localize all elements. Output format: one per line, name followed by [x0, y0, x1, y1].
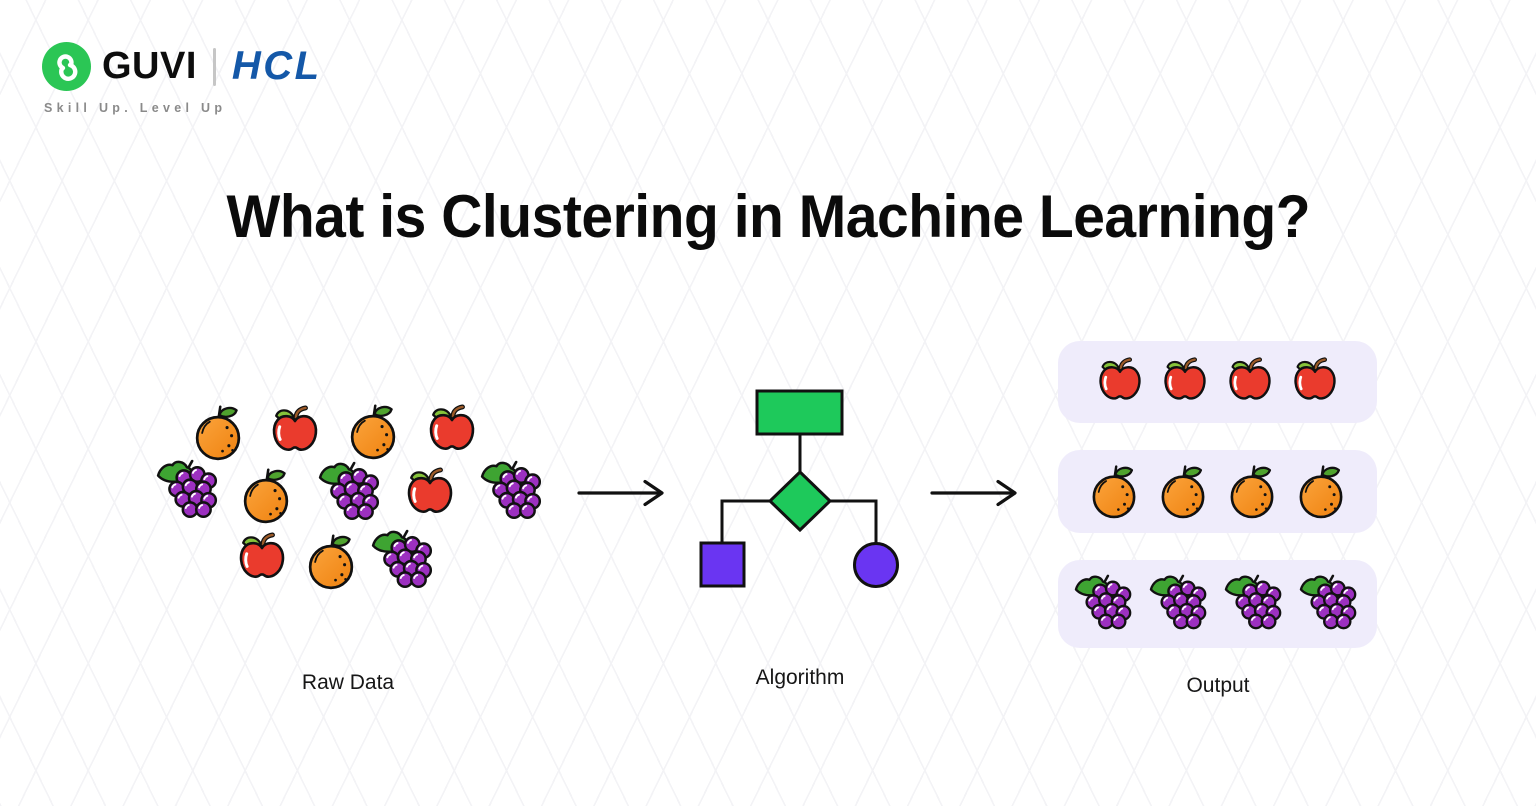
guvi-logo-icon [42, 42, 91, 91]
fruit-orange-icon [1086, 464, 1142, 520]
algorithm-root-node [755, 389, 844, 436]
output-cluster-grapes [1058, 560, 1377, 648]
connector-right [828, 499, 878, 545]
fruit-apple-icon [1159, 356, 1211, 408]
fruit-apple-icon [1224, 356, 1276, 408]
output-cluster-apple [1058, 341, 1377, 423]
guvi-wordmark: GUVI [102, 45, 197, 87]
fruit-orange-icon [1293, 464, 1349, 520]
arrow-algorithm-to-output-icon [930, 479, 1017, 507]
fruit-apple-icon [1094, 356, 1146, 408]
brand-tagline: Skill Up. Level Up [44, 101, 227, 115]
algorithm-label: Algorithm [755, 666, 845, 689]
fruit-orange-icon [1224, 464, 1280, 520]
fruit-grapes-icon [1074, 573, 1136, 635]
fruit-orange-icon [1155, 464, 1211, 520]
arrow-raw-to-algorithm-icon [577, 479, 664, 507]
algorithm-decision-node [767, 469, 833, 533]
output-label: Output [1186, 674, 1250, 697]
output-panels [1058, 341, 1377, 648]
output-cluster-orange [1058, 450, 1377, 533]
raw-data-label: Raw Data [301, 671, 395, 694]
brand-header: GUVI HCL Skill Up. Level Up [42, 42, 322, 115]
brand-divider [212, 47, 216, 86]
cluster-circle-node [853, 542, 899, 588]
hcl-wordmark: HCL [231, 44, 322, 88]
cluster-square-node [699, 541, 746, 588]
fruit-grapes-icon [1224, 573, 1286, 635]
fruit-apple-icon [1289, 356, 1341, 408]
fruit-grapes-icon [1299, 573, 1361, 635]
algorithm-flowchart [699, 389, 899, 588]
connector-left [720, 499, 772, 545]
fruit-grapes-icon [1149, 573, 1211, 635]
page-title: What is Clustering in Machine Learning? [226, 183, 1310, 250]
